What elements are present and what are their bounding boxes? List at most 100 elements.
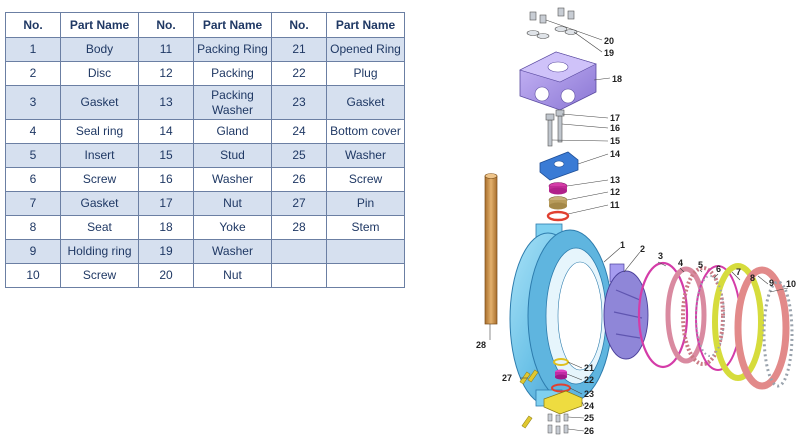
screws-26 bbox=[547, 424, 569, 435]
cell-part-name: Gland bbox=[193, 119, 272, 144]
cell-part-name: Nut bbox=[193, 191, 272, 216]
studs-15 bbox=[545, 109, 565, 147]
packing-12 bbox=[548, 196, 568, 210]
cell-part-number: 1 bbox=[5, 37, 61, 62]
plug-22 bbox=[555, 369, 567, 380]
screws-6 bbox=[695, 275, 725, 357]
callout-1: 1 bbox=[620, 240, 625, 250]
gasket-3 bbox=[637, 261, 689, 369]
cell-part-name: Packing Ring bbox=[193, 37, 272, 62]
cell-part-name: Stud bbox=[193, 143, 272, 168]
cell-part-name: Stem bbox=[326, 215, 405, 240]
seal-ring-4 bbox=[665, 266, 707, 364]
holding-ring-9 bbox=[734, 266, 790, 390]
cell-part-number: 12 bbox=[138, 61, 194, 86]
callout-8: 8 bbox=[750, 273, 755, 283]
cell-part-number: 23 bbox=[271, 85, 327, 120]
cell-part-number: 13 bbox=[138, 85, 194, 120]
cell-part-name: Screw bbox=[326, 167, 405, 192]
cell-part-number: 14 bbox=[138, 119, 194, 144]
callout-22: 22 bbox=[584, 375, 594, 385]
callout-23: 23 bbox=[584, 389, 594, 399]
cell-part-number: 2 bbox=[5, 61, 61, 86]
cell-part-name: Holding ring bbox=[60, 239, 139, 264]
callout-10: 10 bbox=[786, 279, 796, 289]
yoke-18 bbox=[519, 51, 597, 111]
cell-part-name: Gasket bbox=[60, 191, 139, 216]
cell-part-name: Gasket bbox=[326, 85, 405, 120]
callout-26: 26 bbox=[584, 426, 594, 436]
cell-part-number: 4 bbox=[5, 119, 61, 144]
cell-part-number: 25 bbox=[271, 143, 327, 168]
cell-part-number bbox=[271, 239, 327, 264]
cell-part-name: Packing bbox=[193, 61, 272, 86]
cell-part-number: 15 bbox=[138, 143, 194, 168]
callout-15: 15 bbox=[610, 136, 620, 146]
callout-18: 18 bbox=[612, 74, 622, 84]
cell-part-name: Screw bbox=[60, 167, 139, 192]
cell-part-number bbox=[271, 263, 327, 288]
col-header-no: No. bbox=[138, 12, 194, 38]
callout-28: 28 bbox=[476, 340, 486, 350]
cell-part-name: Gasket bbox=[60, 85, 139, 120]
col-header-part-name: Part Name bbox=[326, 12, 405, 38]
cell-part-name: Plug bbox=[326, 61, 405, 86]
cell-part-number: 18 bbox=[138, 215, 194, 240]
stem-28 bbox=[484, 173, 498, 325]
screws-10 bbox=[762, 280, 794, 388]
leader-lines bbox=[489, 19, 789, 432]
col-header-no: No. bbox=[5, 12, 61, 38]
cell-part-number: 22 bbox=[271, 61, 327, 86]
gland-14 bbox=[539, 151, 579, 181]
cell-part-number: 16 bbox=[138, 167, 194, 192]
cell-part-number: 19 bbox=[138, 239, 194, 264]
cell-part-number: 5 bbox=[5, 143, 61, 168]
cell-part-number: 8 bbox=[5, 215, 61, 240]
callout-9: 9 bbox=[769, 278, 774, 288]
cell-part-number: 24 bbox=[271, 119, 327, 144]
seat-8 bbox=[712, 263, 764, 381]
cell-part-number: 6 bbox=[5, 167, 61, 192]
exploded-valve-diagram: 20 19 18 17 16 15 14 13 12 11 1 2 3 4 5 … bbox=[476, 7, 796, 436]
callout-5: 5 bbox=[698, 260, 703, 270]
cell-part-number: 3 bbox=[5, 85, 61, 120]
cell-part-name bbox=[326, 263, 405, 288]
cell-part-name: Washer bbox=[326, 143, 405, 168]
callout-11: 11 bbox=[610, 200, 620, 210]
cell-part-name: Insert bbox=[60, 143, 139, 168]
cell-part-number: 20 bbox=[138, 263, 194, 288]
cell-part-number: 7 bbox=[5, 191, 61, 216]
washers-19 bbox=[526, 26, 578, 39]
cell-part-number: 26 bbox=[271, 167, 327, 192]
bottom-cover-24 bbox=[543, 390, 583, 415]
nuts-20 bbox=[529, 7, 575, 24]
cell-part-number: 27 bbox=[271, 191, 327, 216]
cell-part-number: 28 bbox=[271, 215, 327, 240]
cell-part-name bbox=[326, 239, 405, 264]
col-header-no: No. bbox=[271, 12, 327, 38]
washers-25 bbox=[547, 413, 569, 423]
cell-part-number: 21 bbox=[271, 37, 327, 62]
cell-part-name: Pin bbox=[326, 191, 405, 216]
cell-part-number: 11 bbox=[138, 37, 194, 62]
packing-washer-13 bbox=[548, 182, 568, 195]
cell-part-name: Nut bbox=[193, 263, 272, 288]
callout-2: 2 bbox=[640, 244, 645, 254]
callout-27: 27 bbox=[502, 373, 512, 383]
callout-21: 21 bbox=[584, 363, 594, 373]
cell-part-name: Seal ring bbox=[60, 119, 139, 144]
cell-part-number: 9 bbox=[5, 239, 61, 264]
cell-part-name: Packing Washer bbox=[193, 85, 272, 120]
callout-6: 6 bbox=[716, 264, 721, 274]
cell-part-name: Washer bbox=[193, 167, 272, 192]
cell-part-name: Yoke bbox=[193, 215, 272, 240]
callout-17: 17 bbox=[610, 113, 620, 123]
callout-12: 12 bbox=[610, 187, 620, 197]
